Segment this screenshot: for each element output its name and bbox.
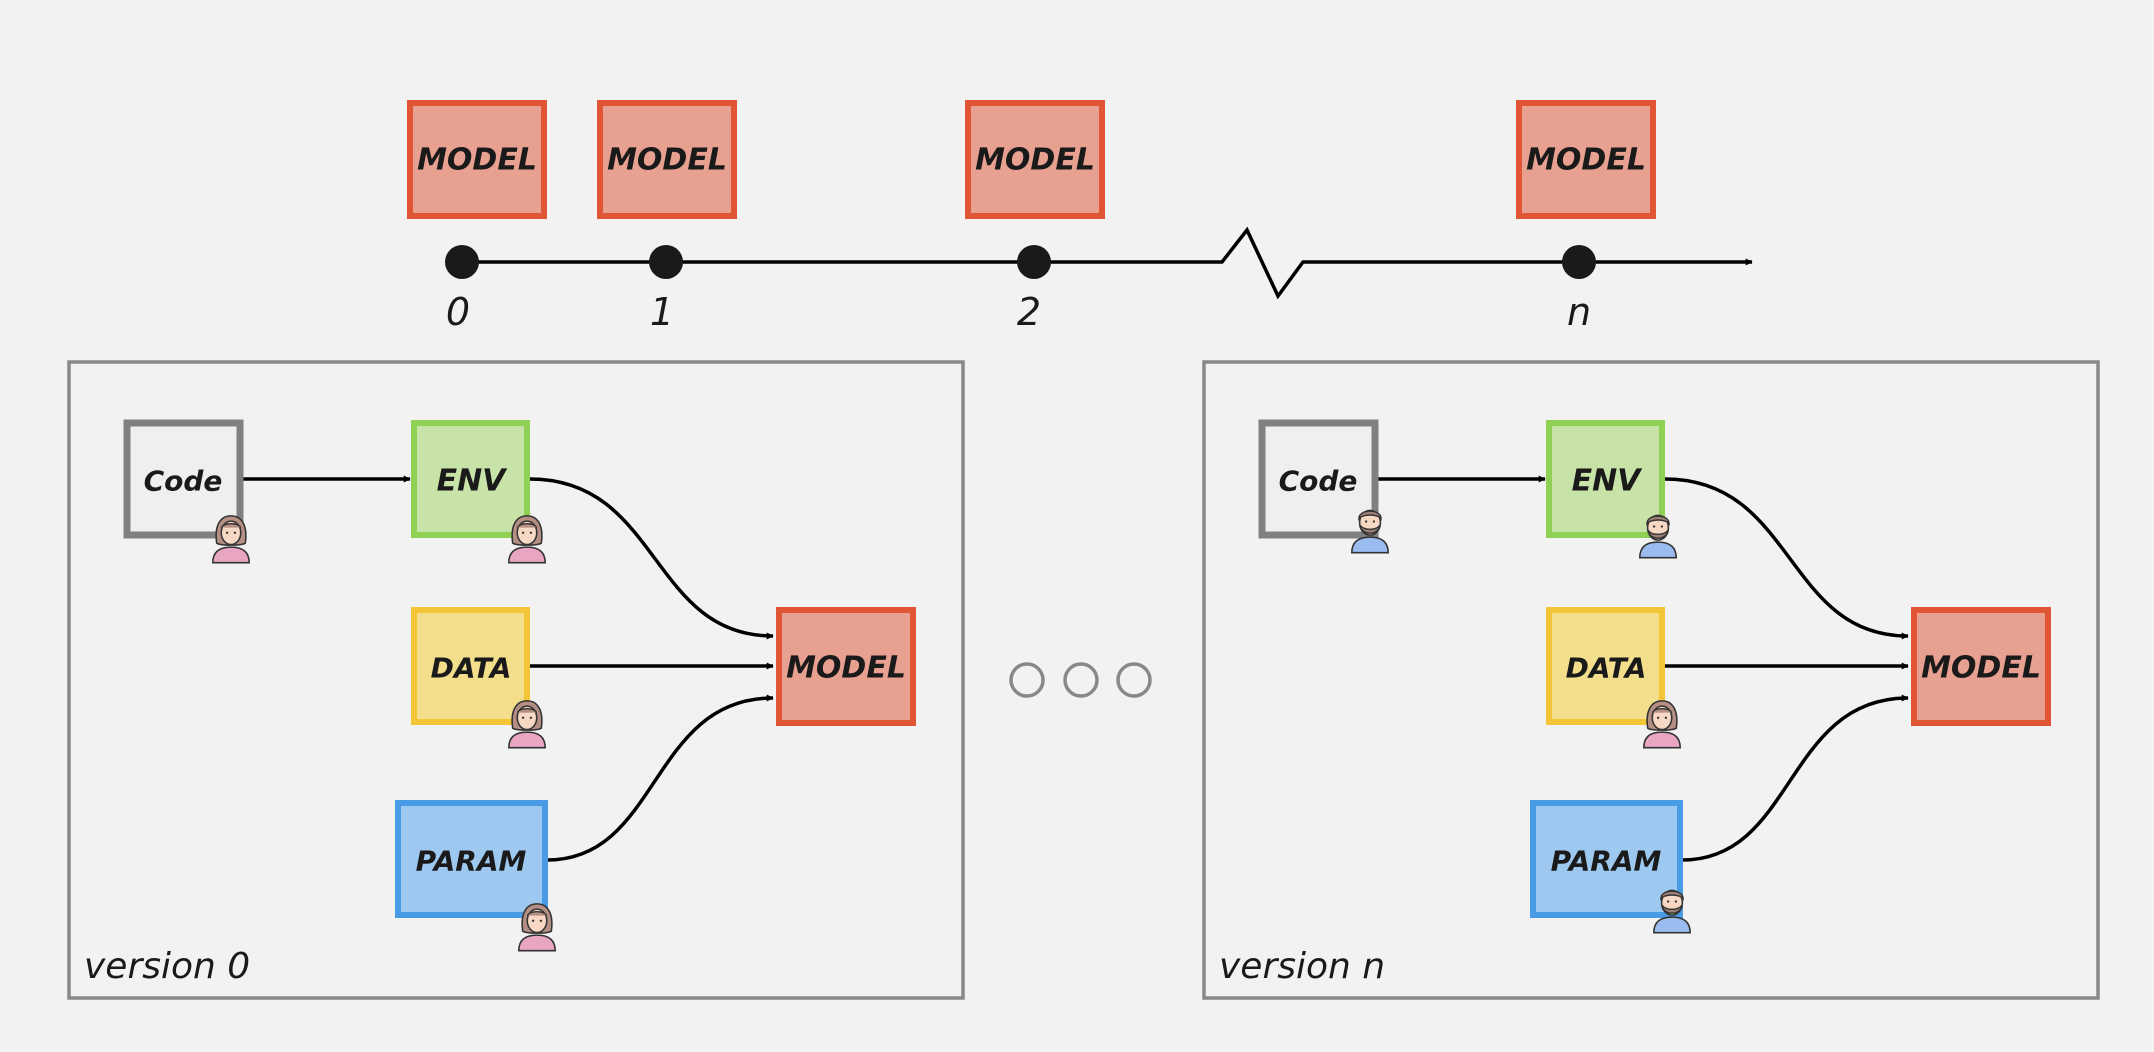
model-node bbox=[965, 100, 1105, 219]
code-node-label: Code bbox=[144, 465, 223, 498]
timeline-tick-label: n bbox=[1567, 290, 1591, 334]
panel-title: version n bbox=[1219, 946, 1385, 987]
code-node: Code bbox=[123, 419, 244, 539]
timeline-version-0: MODEL 0 bbox=[407, 100, 547, 334]
three-circles-icon bbox=[1009, 662, 1152, 698]
model-node-label: MODEL bbox=[786, 651, 906, 686]
env-node-label: ENV bbox=[1572, 464, 1644, 499]
data-node-label: DATA bbox=[1566, 652, 1647, 685]
timeline: MODEL 0 MODEL 1 MODEL 2 MODEL n bbox=[407, 100, 1753, 334]
model-node bbox=[407, 100, 547, 219]
env-node-label: ENV bbox=[437, 464, 509, 499]
timeline-axis bbox=[462, 226, 1753, 300]
panel-frame bbox=[67, 360, 965, 1000]
model-node-label: MODEL bbox=[607, 143, 727, 178]
model-node: MODEL bbox=[1911, 607, 2051, 726]
model-node-label: MODEL bbox=[1526, 143, 1646, 178]
timeline-point bbox=[1017, 245, 1051, 279]
code-node-label: Code bbox=[1279, 465, 1358, 498]
model-node-label: MODEL bbox=[975, 143, 1095, 178]
version-panel-0: version 0 Code ENV DATA PARAM MODEL bbox=[67, 360, 965, 1000]
female-user-icon bbox=[507, 700, 547, 749]
model-node-label: MODEL bbox=[417, 143, 537, 178]
param-node-label: PARAM bbox=[1551, 845, 1662, 878]
param-node: PARAM bbox=[1530, 800, 1683, 918]
env-node: ENV bbox=[1546, 420, 1665, 538]
param-node: PARAM bbox=[395, 800, 548, 918]
model-node bbox=[597, 100, 737, 219]
model-node-label: MODEL bbox=[1921, 651, 2041, 686]
timeline-point bbox=[445, 245, 479, 279]
edge-env-to-model bbox=[1664, 477, 1909, 640]
data-node: DATA bbox=[1546, 607, 1665, 725]
female-user-icon bbox=[517, 903, 557, 952]
code-node: Code bbox=[1258, 419, 1379, 539]
data-node: DATA bbox=[411, 607, 530, 725]
timeline-tick-label: 0 bbox=[446, 290, 470, 334]
panel-frame bbox=[1202, 360, 2100, 1000]
timeline-version-2: MODEL 2 bbox=[965, 100, 1105, 334]
edge-param-to-model bbox=[546, 694, 774, 862]
env-node: ENV bbox=[411, 420, 530, 538]
panel-title: version 0 bbox=[84, 946, 250, 987]
param-node-label: PARAM bbox=[416, 845, 527, 878]
data-node-label: DATA bbox=[431, 652, 512, 685]
model-node: MODEL bbox=[776, 607, 916, 726]
timeline-point bbox=[1562, 245, 1596, 279]
timeline-tick-label: 1 bbox=[650, 290, 674, 334]
edge-param-to-model bbox=[1681, 694, 1909, 862]
edge-env-to-model bbox=[529, 477, 774, 640]
female-user-icon bbox=[211, 515, 251, 564]
female-user-icon bbox=[1642, 700, 1682, 749]
timeline-version-1: MODEL 1 bbox=[597, 100, 737, 334]
timeline-point bbox=[649, 245, 683, 279]
female-user-icon bbox=[507, 515, 547, 564]
timeline-tick-label: 2 bbox=[1017, 290, 1041, 334]
timeline-version-n: MODEL n bbox=[1516, 100, 1656, 334]
version-panel-n: version n Code ENV DATA PARAM MODEL bbox=[1202, 360, 2100, 1000]
model-node bbox=[1516, 100, 1656, 219]
